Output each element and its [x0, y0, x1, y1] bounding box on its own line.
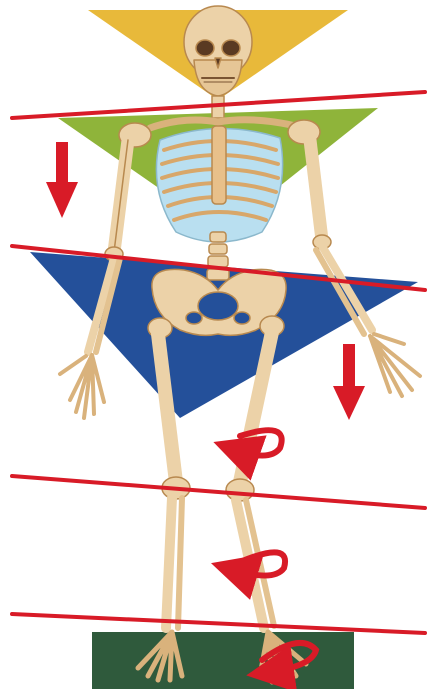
lumbar-spine	[207, 232, 229, 280]
ground-plate	[92, 632, 354, 689]
rib-cage	[156, 126, 282, 242]
